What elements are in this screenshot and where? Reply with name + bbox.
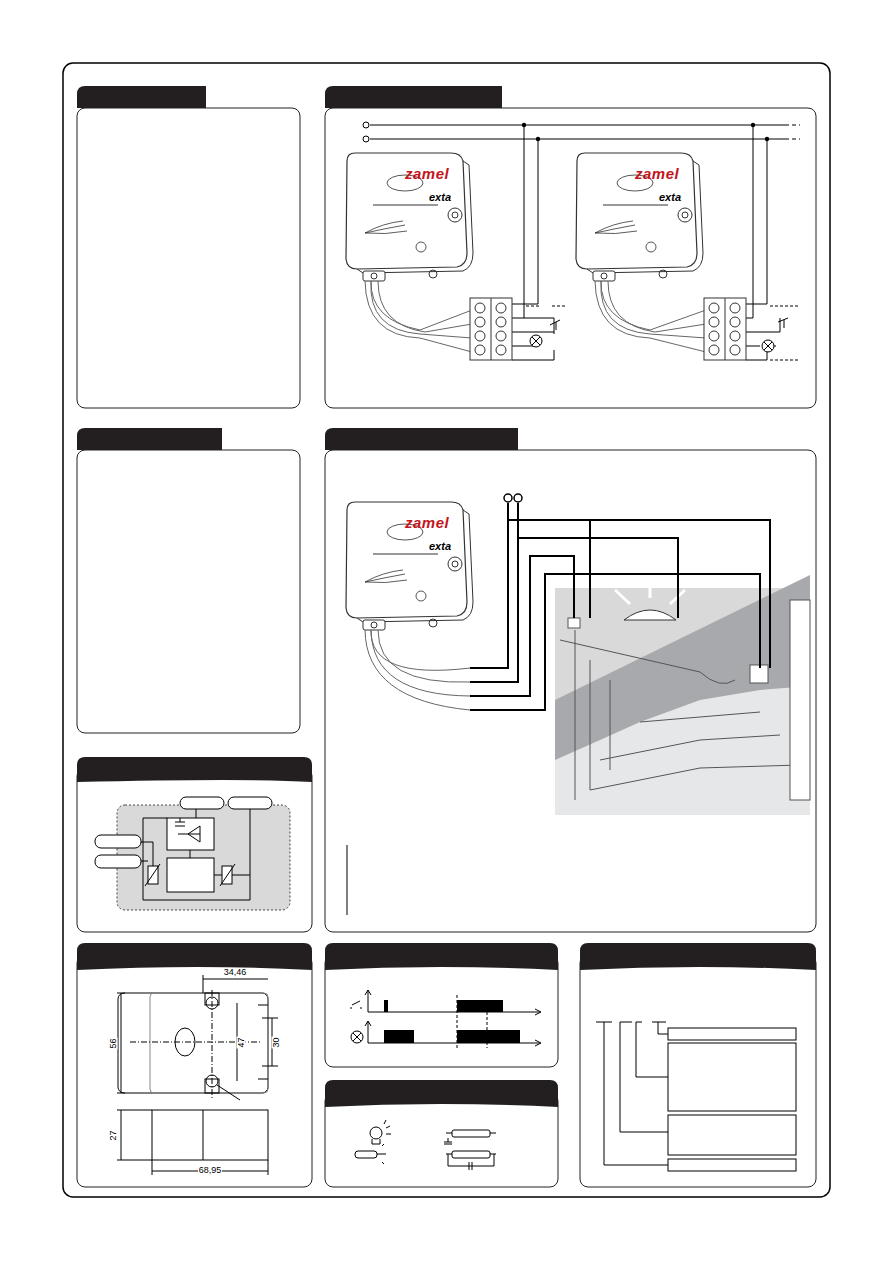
dimension-label: 27 [108, 1129, 117, 1141]
dimension-label: 56 [108, 1037, 117, 1049]
brand-logo: zamel [635, 166, 679, 181]
dimension-label: 47 [236, 1036, 245, 1048]
dimension-label: 30 [271, 1036, 280, 1048]
series-logo: exta [659, 192, 681, 203]
series-logo: exta [429, 541, 451, 552]
brand-logo: zamel [405, 166, 449, 181]
brand-logo: zamel [405, 515, 449, 530]
dimension-label: 34,46 [223, 968, 248, 977]
series-logo: exta [429, 192, 451, 203]
dimension-label: 68,95 [198, 1166, 223, 1175]
